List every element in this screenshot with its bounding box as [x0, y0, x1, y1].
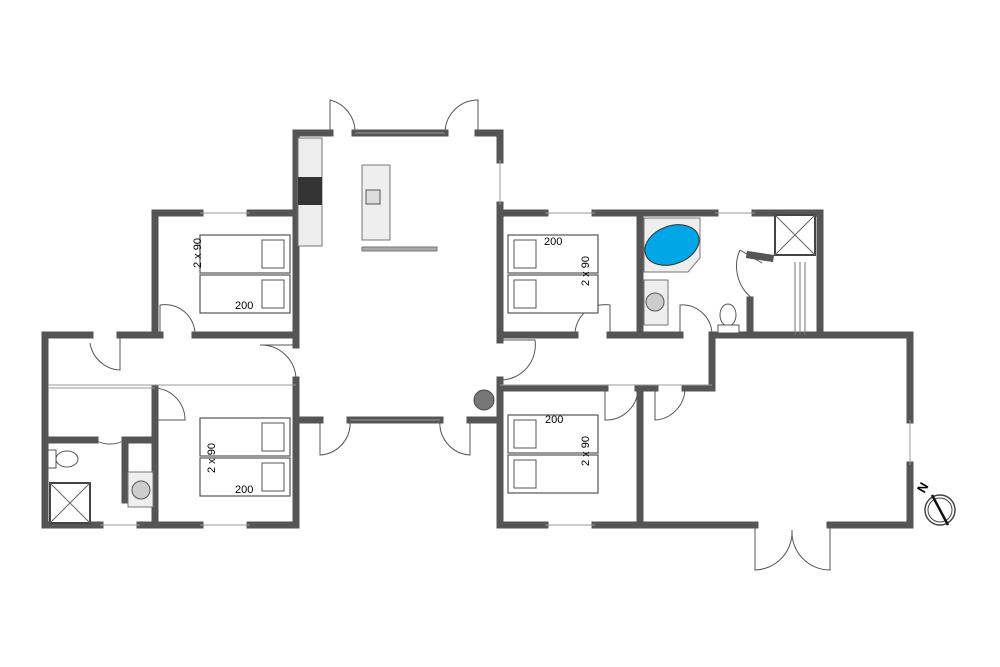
beds	[199, 234, 599, 497]
sink-icon	[365, 189, 381, 205]
compass	[924, 494, 956, 526]
bed-length-label: 200	[544, 236, 563, 248]
washbasin-icon	[131, 480, 151, 500]
stove-fireplace-icon	[473, 389, 495, 411]
spa-bath-icon	[644, 224, 700, 266]
bathroom-fixtures	[47, 214, 816, 524]
compass-north-label: N	[913, 479, 932, 496]
counter	[361, 246, 438, 252]
bed-length-label: 200	[235, 300, 254, 312]
bed-size-label: 2 x 90	[206, 443, 218, 473]
bed-size-label: 2 x 90	[580, 256, 592, 286]
bed-size-label: 2 x 90	[192, 238, 204, 268]
bed-length-label: 200	[545, 414, 564, 426]
stove-icon	[298, 177, 322, 205]
kitchen	[297, 137, 495, 411]
bed-size-label: 2 x 90	[580, 436, 592, 466]
windows	[48, 132, 911, 526]
bed-length-label: 200	[235, 484, 254, 496]
washbasin-icon	[645, 292, 665, 312]
doors	[89, 99, 831, 571]
